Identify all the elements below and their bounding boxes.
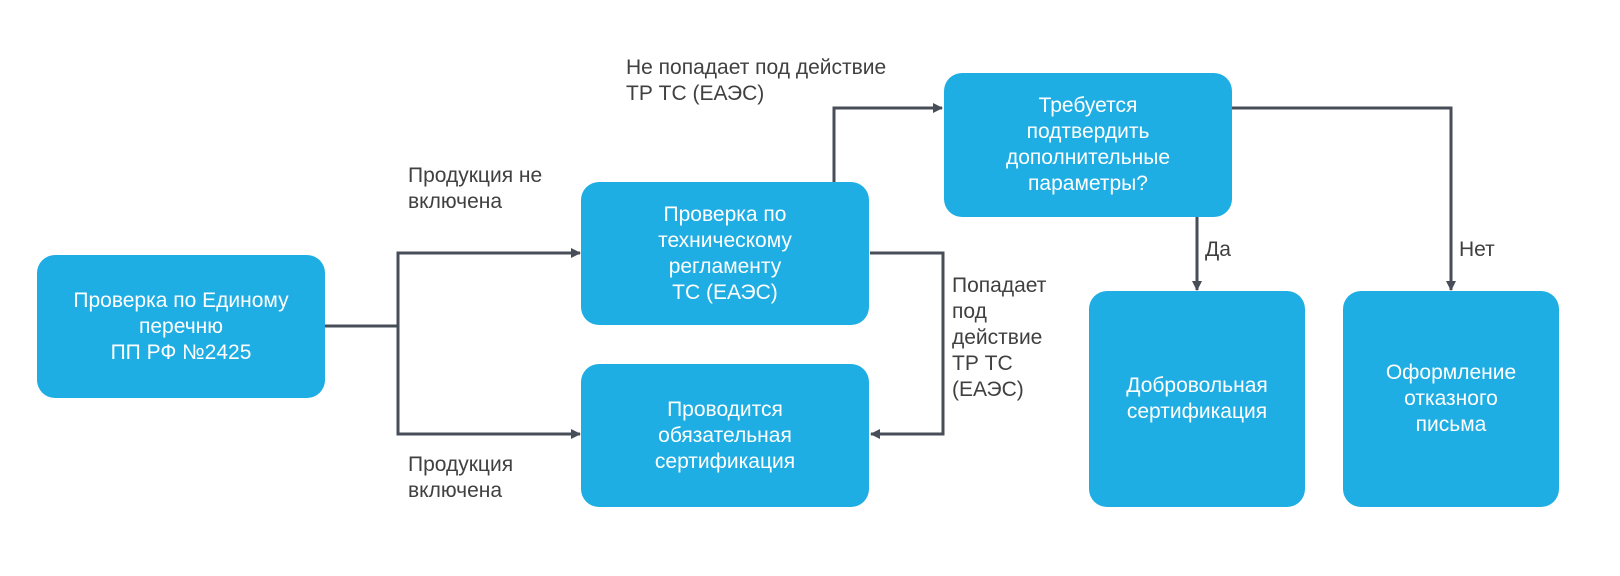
edge-label-under-tr: Попадает под действие ТР ТС (ЕАЭС) bbox=[952, 274, 1047, 401]
node-voluntary-cert: Добровольная сертификация bbox=[1089, 291, 1305, 507]
node-refusal-letter-label: Оформление отказного письма bbox=[1385, 361, 1517, 436]
node-voluntary-cert-label: Добровольная сертификация bbox=[1126, 374, 1268, 423]
node-extra-params-question: Требуется подтвердить дополнительные пар… bbox=[944, 73, 1232, 217]
node-mandatory-cert-label: Проводится обязательная сертификация bbox=[654, 397, 796, 473]
edge-not-under-tr-arrow bbox=[832, 103, 943, 182]
node-tech-reg-check-label: Проверка по техническому регламенту ТС (… bbox=[658, 202, 792, 304]
node-extra-params-question-label: Требуется подтвердить дополнительные пар… bbox=[1005, 94, 1171, 195]
edge-label-not-under-tr: Не попадает под действие ТР ТС (ЕАЭС) bbox=[626, 56, 887, 105]
edge-under-tr-arrow bbox=[870, 251, 945, 439]
node-refusal-letter: Оформление отказного письма bbox=[1343, 291, 1559, 507]
edge-label-no: Нет bbox=[1459, 238, 1495, 261]
node-mandatory-cert: Проводится обязательная сертификация bbox=[581, 364, 869, 507]
edge-no-arrow bbox=[1232, 106, 1456, 291]
node-unified-list-check-label: Проверка по Единому перечню ПП РФ №2425 bbox=[73, 288, 289, 364]
edge-label-yes: Да bbox=[1205, 238, 1231, 261]
node-unified-list-check: Проверка по Единому перечню ПП РФ №2425 bbox=[37, 255, 325, 398]
edge-label-not-included: Продукция не включена bbox=[408, 164, 543, 213]
edge-included-arrow bbox=[396, 326, 581, 439]
edge-label-included: Продукция включена bbox=[408, 453, 514, 502]
node-tech-reg-check: Проверка по техническому регламенту ТС (… bbox=[581, 182, 869, 325]
edge-not-included-arrow bbox=[396, 248, 581, 326]
